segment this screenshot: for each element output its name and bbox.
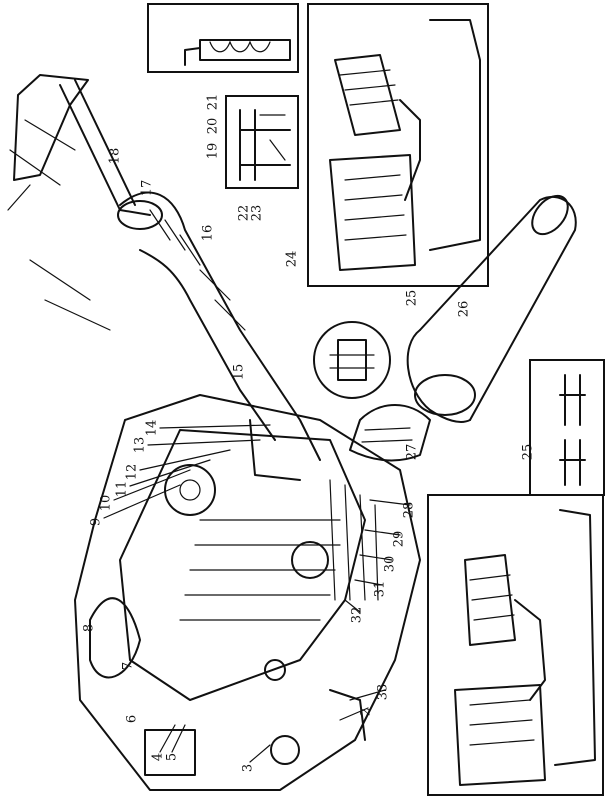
callout-3: 3 <box>241 764 256 772</box>
air-cleaner-cylinder <box>406 194 577 423</box>
callout-18: 18 <box>108 148 123 165</box>
callout-2: 2 <box>359 708 374 716</box>
engine-block <box>74 394 421 791</box>
callout-17: 17 <box>140 180 155 197</box>
callout-6: 6 <box>125 715 140 723</box>
callout-5: 5 <box>165 753 180 761</box>
callout-9: 9 <box>89 518 104 526</box>
callout-26: 26 <box>457 301 472 318</box>
callout-7: 7 <box>121 662 136 670</box>
callout-13: 13 <box>133 437 148 454</box>
afloat-scheme-inset <box>307 3 489 287</box>
callout-32: 32 <box>350 607 365 624</box>
callout-25: 25 <box>521 444 536 461</box>
land-scheme-inset <box>427 494 604 796</box>
leader-lines <box>103 424 411 763</box>
intake-duct <box>117 191 321 461</box>
callout-31: 31 <box>373 581 388 598</box>
callout-22: 22 <box>237 205 252 222</box>
callout-23: 23 <box>250 205 265 222</box>
seal-detail-inset <box>313 321 391 399</box>
callout-14: 14 <box>145 420 160 437</box>
callout-16: 16 <box>201 225 216 242</box>
callout-19: 19 <box>206 143 221 160</box>
callout-20: 20 <box>206 118 221 135</box>
callout-24: 24 <box>285 251 300 268</box>
callout-27: 27 <box>405 444 420 461</box>
callout-8: 8 <box>82 624 97 632</box>
valve-inset <box>225 95 299 189</box>
callout-11: 11 <box>115 481 130 498</box>
season-inset <box>529 359 605 496</box>
callout-15: 15 <box>232 364 247 381</box>
callout-21: 21 <box>206 94 221 111</box>
callout-10: 10 <box>99 495 114 512</box>
callout-4: 4 <box>151 753 166 761</box>
top-inset <box>147 3 299 73</box>
cleaner-elbow <box>349 404 431 462</box>
callout-29: 29 <box>392 531 407 548</box>
callout-12: 12 <box>125 464 140 481</box>
callout-25: 25 <box>405 290 420 307</box>
callout-33: 33 <box>376 684 391 701</box>
callout-28: 28 <box>402 502 417 519</box>
callout-30: 30 <box>383 556 398 573</box>
